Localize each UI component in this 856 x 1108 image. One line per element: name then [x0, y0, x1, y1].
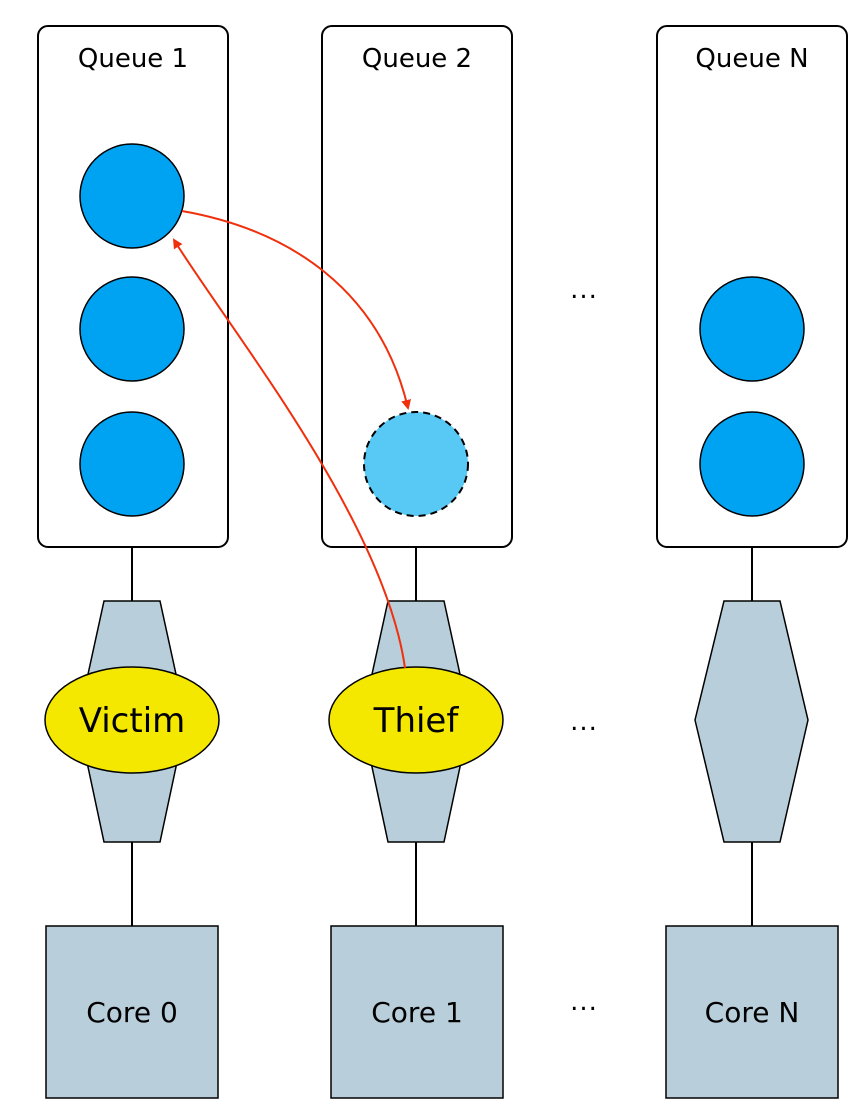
queue-1-title: Queue 1: [78, 44, 188, 74]
queue-n: Queue N: [656, 25, 848, 548]
queue-2-box: [321, 25, 513, 548]
queue-2-title: Queue 2: [362, 44, 472, 74]
thief-label: Thief: [373, 701, 460, 741]
core-n: Core N: [665, 925, 839, 1099]
queue-n-title: Queue N: [695, 44, 808, 74]
queue-1-task-1: [79, 143, 185, 249]
queue-1-task-3: [79, 411, 185, 517]
core-n-box: [665, 925, 839, 1099]
core-0-box: [45, 925, 219, 1099]
core-0-label: Core 0: [86, 996, 178, 1029]
queue-ellipsis: ...: [570, 275, 598, 305]
core-1-box: [330, 925, 504, 1099]
queue-2: Queue 2: [321, 25, 513, 548]
victim-label: Victim: [79, 701, 186, 741]
steal-request-arrow: [172, 238, 406, 669]
queue-n-task-1: [699, 276, 805, 382]
victim-ellipse: [44, 666, 220, 774]
core-n-label: Core N: [705, 996, 800, 1029]
core-1: Core 1: [330, 925, 504, 1099]
core-ellipsis: ...: [570, 987, 598, 1017]
queue-n-task-2: [699, 411, 805, 517]
task-transfer-arrow: [181, 210, 412, 410]
victim-process: Victim: [44, 666, 220, 774]
connectors: [131, 547, 753, 926]
core-0: Core 0: [45, 925, 219, 1099]
processor-ellipsis: ...: [570, 707, 598, 737]
core-1-label: Core 1: [371, 996, 463, 1029]
queue-1: Queue 1: [37, 25, 229, 548]
scheduler-n-hexagon: [694, 600, 809, 843]
stolen-task-placeholder: [363, 411, 469, 517]
queue-1-task-2: [79, 276, 185, 382]
thief-process: Thief: [328, 666, 504, 774]
thief-ellipse: [328, 666, 504, 774]
